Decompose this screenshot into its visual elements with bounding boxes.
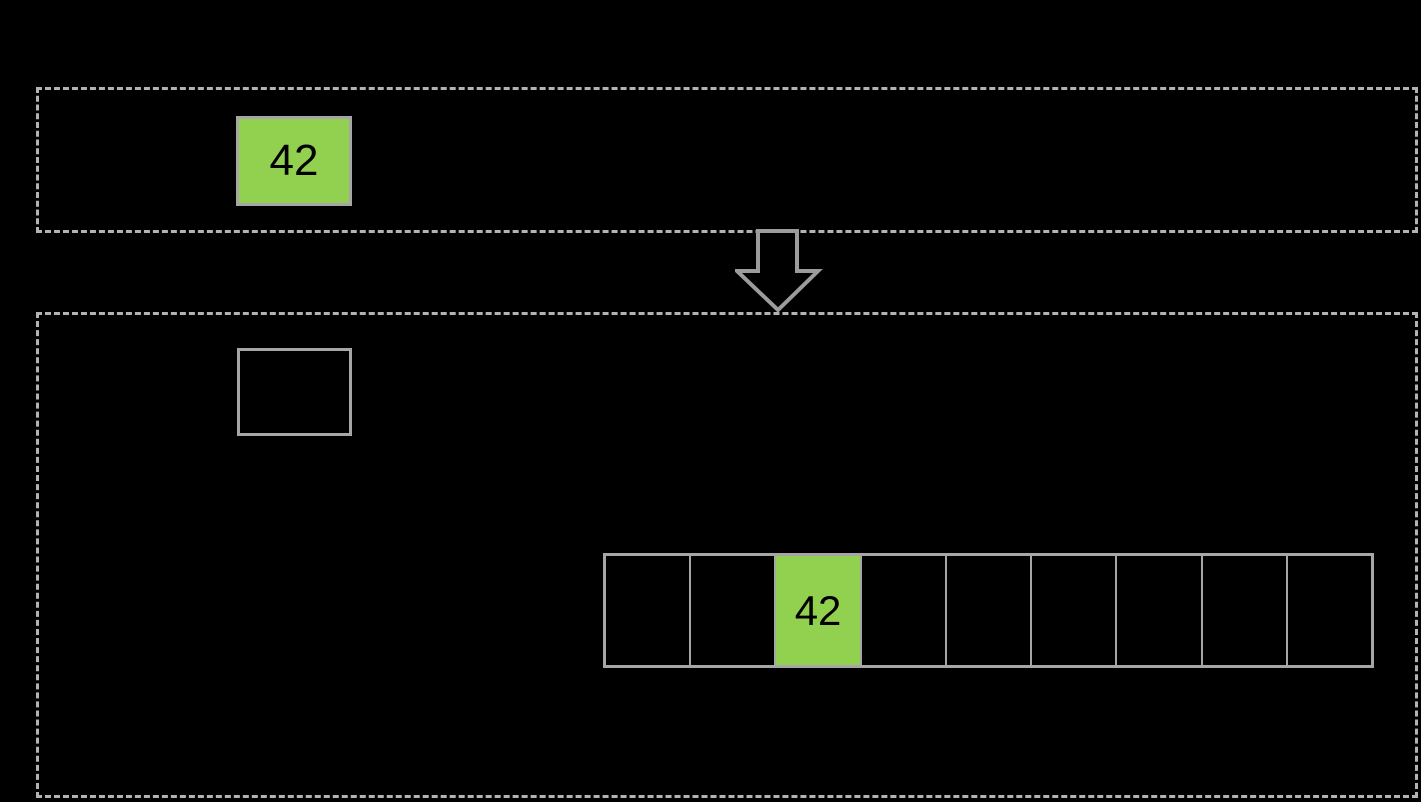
memory-cell-row: 42 xyxy=(603,553,1374,668)
down-arrow-icon xyxy=(735,229,823,313)
empty-reference-box xyxy=(237,348,352,436)
memory-cell xyxy=(944,556,1030,665)
memory-cell: 42 xyxy=(774,556,860,665)
top-dashed-region: 42 xyxy=(36,87,1418,233)
memory-cell xyxy=(1115,556,1200,665)
bottom-dashed-region: 42 xyxy=(36,312,1418,798)
memory-cell xyxy=(689,556,774,665)
memory-cell-label: 42 xyxy=(794,586,842,634)
memory-cell xyxy=(1285,556,1371,665)
memory-cell xyxy=(606,556,689,665)
value-box: 42 xyxy=(236,116,352,206)
memory-cell xyxy=(859,556,945,665)
value-box-label: 42 xyxy=(269,136,319,185)
memory-cell xyxy=(1030,556,1115,665)
memory-cell xyxy=(1200,556,1286,665)
